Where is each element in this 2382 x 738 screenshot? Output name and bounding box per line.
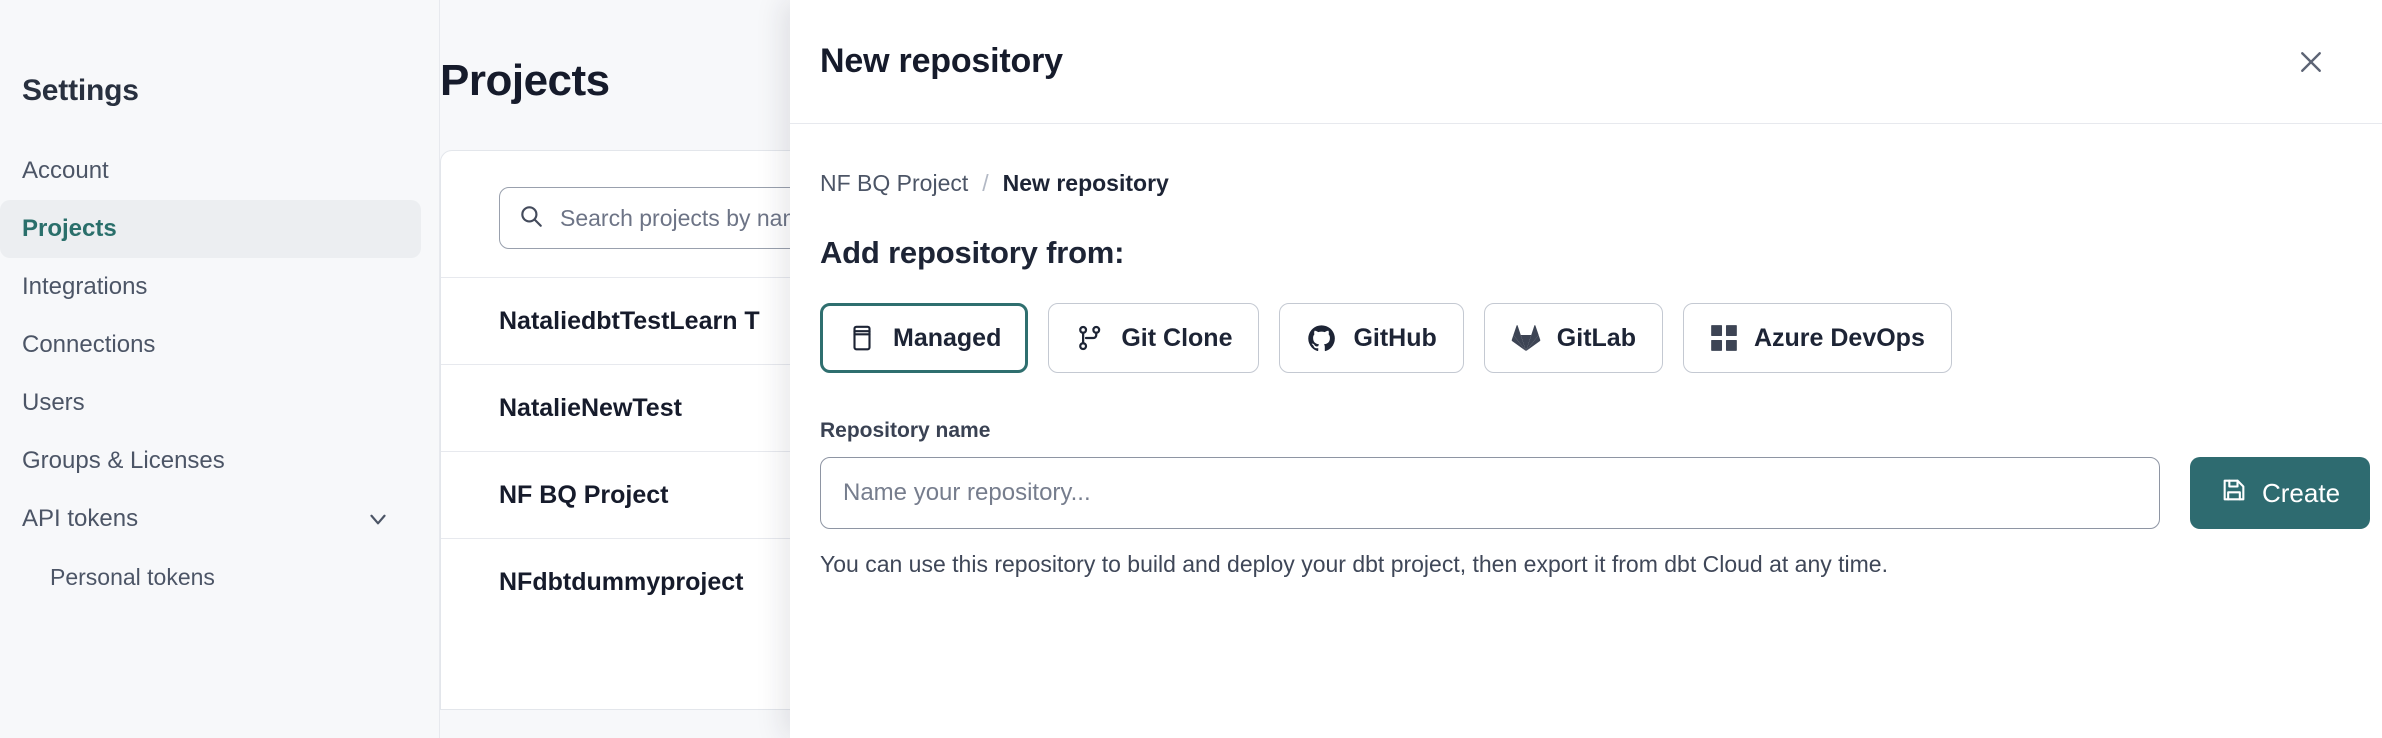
source-option-label: Git Clone: [1121, 323, 1233, 352]
breadcrumb: NF BQ Project / New repository: [820, 170, 2352, 197]
page-title: Projects: [440, 56, 610, 105]
database-icon: [847, 323, 877, 353]
project-name: NFdbtdummyproject: [499, 567, 744, 596]
chevron-down-icon[interactable]: [365, 506, 391, 532]
project-name: NataliedbtTestLearn T: [499, 306, 760, 335]
sidebar-item-projects[interactable]: Projects: [0, 200, 421, 258]
repository-name-row: Create: [820, 457, 2371, 529]
github-icon: [1306, 323, 1337, 354]
project-name: NF BQ Project: [499, 480, 669, 509]
source-option-azure-devops[interactable]: Azure DevOps: [1682, 303, 1952, 373]
sidebar-item-label: Users: [22, 389, 85, 416]
source-option-managed[interactable]: Managed: [820, 303, 1029, 373]
close-icon[interactable]: [2288, 39, 2334, 85]
repository-helper-text: You can use this repository to build and…: [820, 551, 1888, 577]
source-option-git-clone[interactable]: Git Clone: [1048, 303, 1260, 373]
sidebar-item-label: Integrations: [22, 273, 148, 300]
repository-name-label: Repository name: [820, 419, 991, 442]
create-button[interactable]: Create: [2190, 457, 2371, 529]
new-repository-modal: New repository NF BQ Project / New repos…: [790, 0, 2382, 738]
sidebar-title: Settings: [22, 74, 139, 107]
search-icon: [518, 203, 544, 234]
sidebar-item-users[interactable]: Users: [0, 374, 421, 432]
sidebar-item-account[interactable]: Account: [0, 142, 421, 200]
source-option-label: Azure DevOps: [1753, 323, 1925, 352]
modal-title: New repository: [820, 42, 1063, 80]
sidebar-item-groups-licenses[interactable]: Groups & Licenses: [0, 432, 421, 490]
source-option-label: GitLab: [1556, 323, 1636, 352]
azure-devops-icon: [1710, 324, 1738, 352]
modal-header: New repository: [790, 0, 2382, 124]
sidebar-item-label: Connections: [22, 331, 156, 358]
repository-name-input[interactable]: [820, 457, 2160, 529]
sidebar-item-integrations[interactable]: Integrations: [0, 258, 421, 316]
sidebar-item-label: API tokens: [22, 505, 139, 532]
search-placeholder: Search projects by name...: [560, 204, 834, 231]
breadcrumb-current: New repository: [1002, 170, 1169, 196]
gitlab-icon: [1511, 323, 1541, 353]
sidebar-item-label: Personal tokens: [50, 563, 215, 590]
sidebar-item-personal-tokens[interactable]: Personal tokens: [0, 548, 421, 606]
sidebar-item-connections[interactable]: Connections: [0, 316, 421, 374]
sidebar-item-label: Projects: [22, 215, 117, 242]
sidebar-item-api-tokens[interactable]: API tokens: [0, 490, 421, 548]
create-button-label: Create: [2262, 477, 2341, 508]
save-icon: [2220, 476, 2248, 511]
sidebar-item-label: Groups & Licenses: [22, 447, 225, 474]
repository-source-options: Managed Git Clone GitHub GitLab Azure DevOps: [820, 303, 2352, 373]
breadcrumb-parent[interactable]: NF BQ Project: [820, 170, 969, 196]
project-name: NatalieNewTest: [499, 393, 682, 422]
source-option-github[interactable]: GitHub: [1279, 303, 1464, 373]
modal-body: NF BQ Project / New repository Add repos…: [790, 124, 2382, 578]
sidebar-item-label: Account: [22, 157, 109, 184]
breadcrumb-separator: /: [982, 170, 989, 196]
source-option-label: Managed: [893, 323, 1002, 352]
add-repository-from-heading: Add repository from:: [820, 235, 1125, 270]
git-branch-icon: [1075, 323, 1105, 353]
source-option-label: GitHub: [1353, 323, 1437, 352]
source-option-gitlab[interactable]: GitLab: [1483, 303, 1663, 373]
